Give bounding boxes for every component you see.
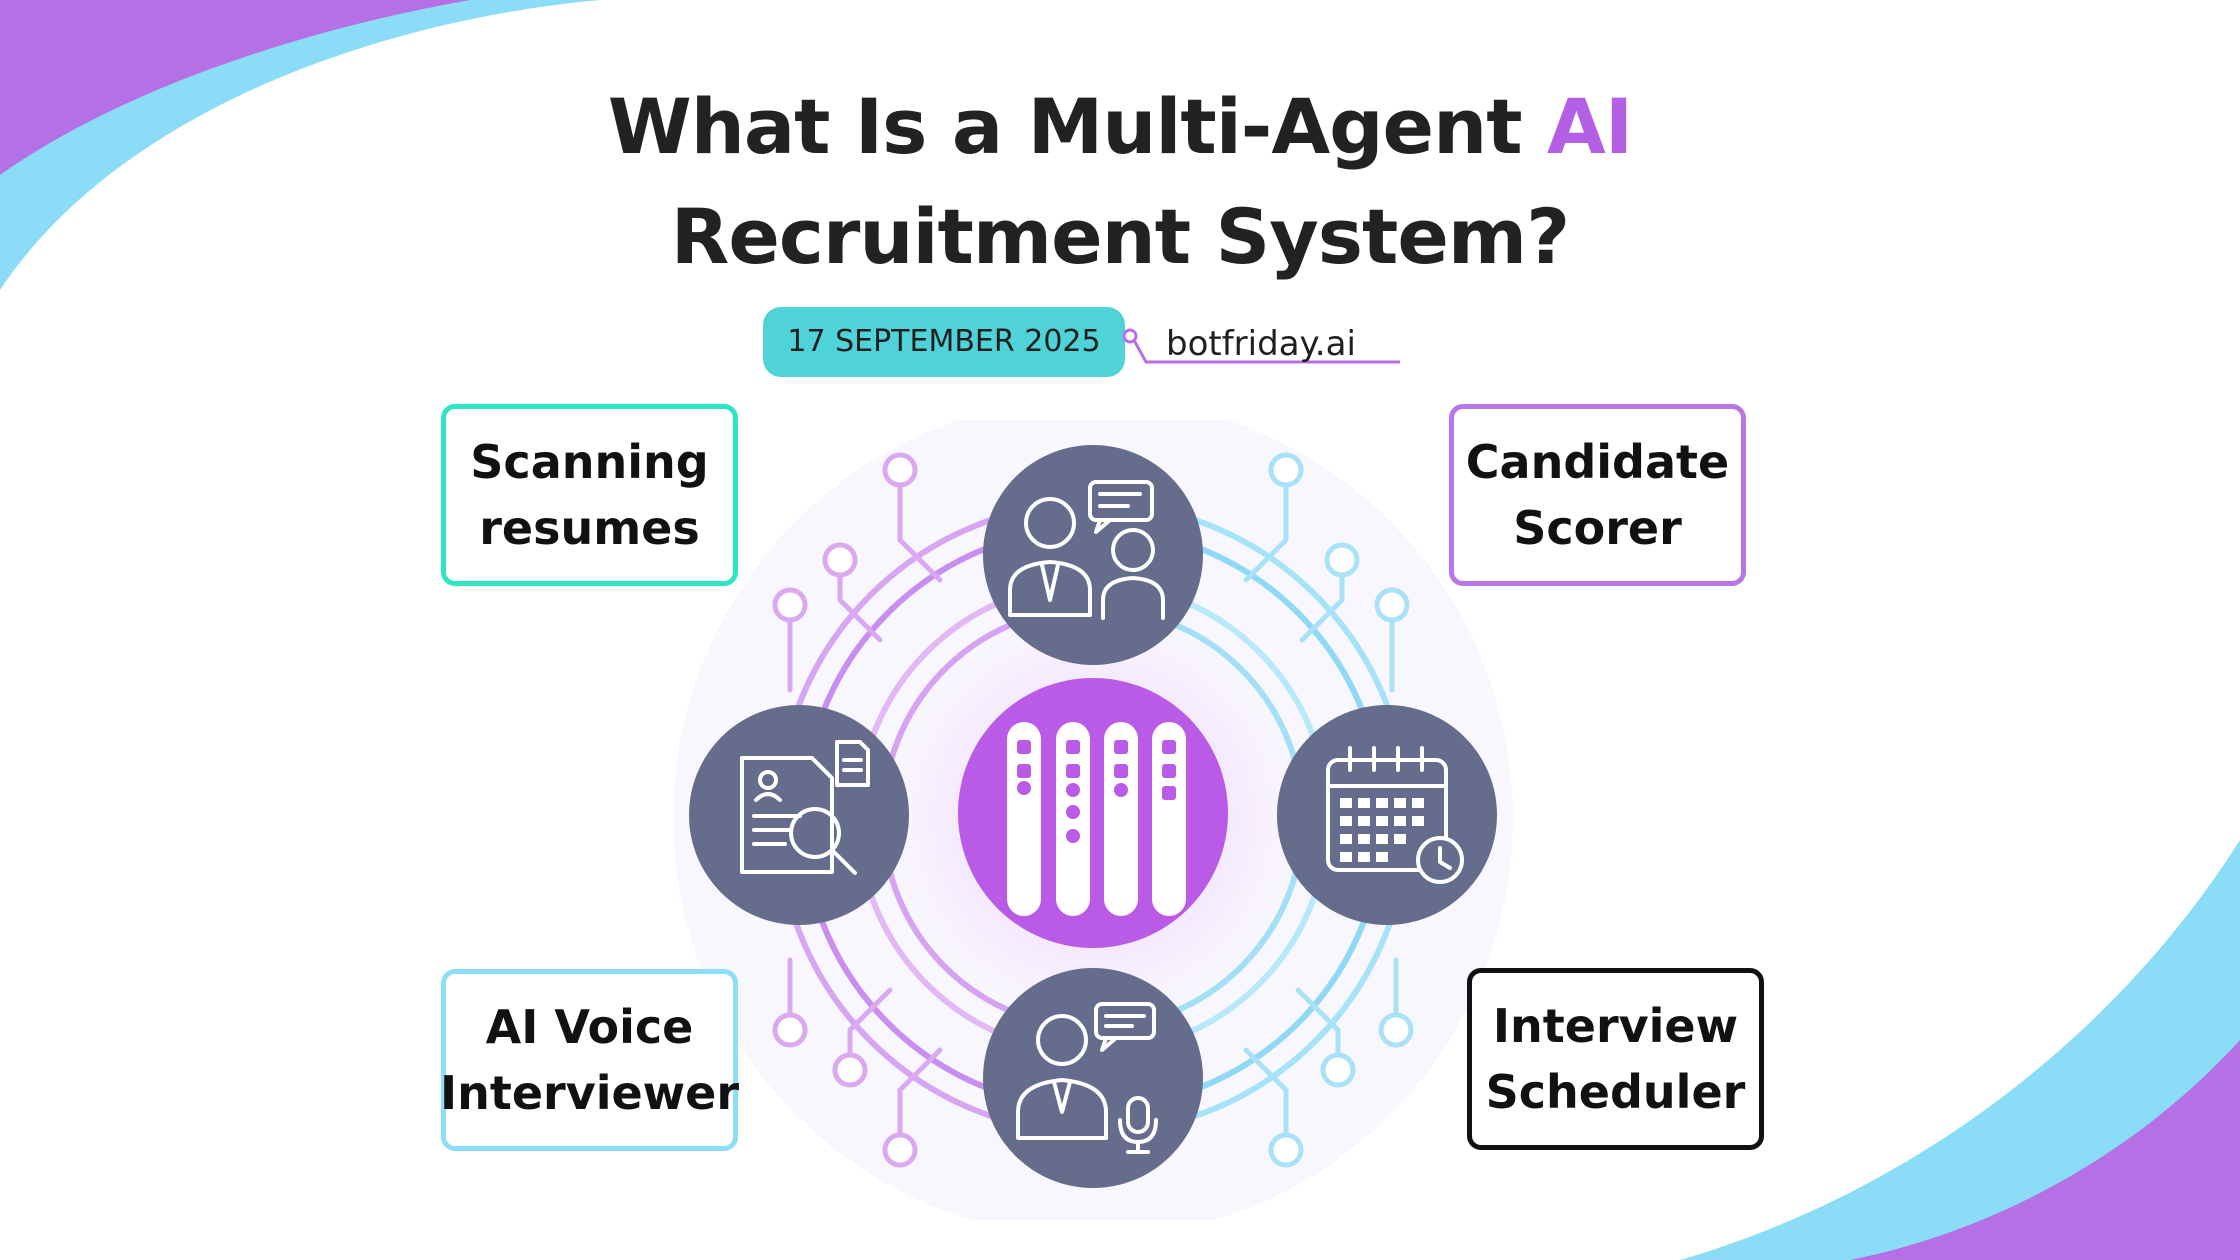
bottom-right-blue-wave xyxy=(1680,840,2240,1260)
date-badge: 17 SEPTEMBER 2025 xyxy=(763,307,1125,377)
title-accent: AI xyxy=(1547,82,1633,171)
label-scanning-resumes: Scanning resumes xyxy=(441,404,738,586)
resume-search-icon xyxy=(689,705,909,925)
site-link[interactable]: botfriday.ai xyxy=(1166,324,1356,364)
calendar-clock-icon xyxy=(1277,705,1497,925)
label-ai-voice-interviewer: AI Voice Interviewer xyxy=(440,969,739,1151)
bottom-right-purple-wave xyxy=(1850,1040,2240,1260)
title-text: What Is a Multi-Agent xyxy=(607,82,1547,171)
voice-interviewer-icon xyxy=(983,968,1203,1188)
label-interview-scheduler: Interview Scheduler xyxy=(1467,968,1764,1150)
page-title-line-1: What Is a Multi-Agent AI xyxy=(0,72,2240,182)
ai-agents-hub-icon xyxy=(958,678,1228,948)
interview-conversation-icon xyxy=(983,445,1203,665)
page-title-line-2: Recruitment System? xyxy=(670,192,1570,281)
agent-diagram xyxy=(673,420,1513,1220)
label-candidate-scorer: Candidate Scorer xyxy=(1449,404,1746,586)
